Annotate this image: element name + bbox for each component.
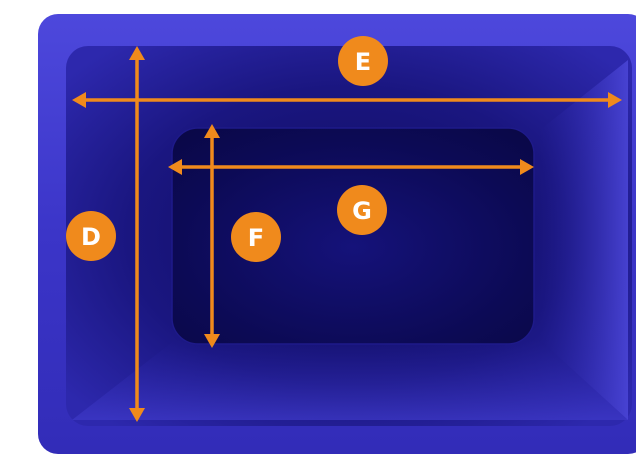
badge-d-label: D: [81, 223, 101, 251]
badge-e: E: [338, 36, 388, 86]
badge-e-label: E: [355, 48, 371, 76]
badge-f: F: [231, 212, 281, 262]
badge-g-label: G: [352, 197, 372, 225]
dimension-arrow-e: [72, 92, 622, 108]
tray-right-wall: [540, 60, 628, 420]
dimension-arrow-d: [129, 46, 145, 422]
badge-f-label: F: [248, 224, 264, 252]
dimension-arrow-g: [168, 159, 534, 175]
tray-inner-well: [171, 127, 535, 345]
dimension-arrow-f: [204, 124, 220, 348]
tray-bottom-wall: [72, 340, 628, 420]
badge-d: D: [66, 211, 116, 261]
badge-g: G: [337, 185, 387, 235]
